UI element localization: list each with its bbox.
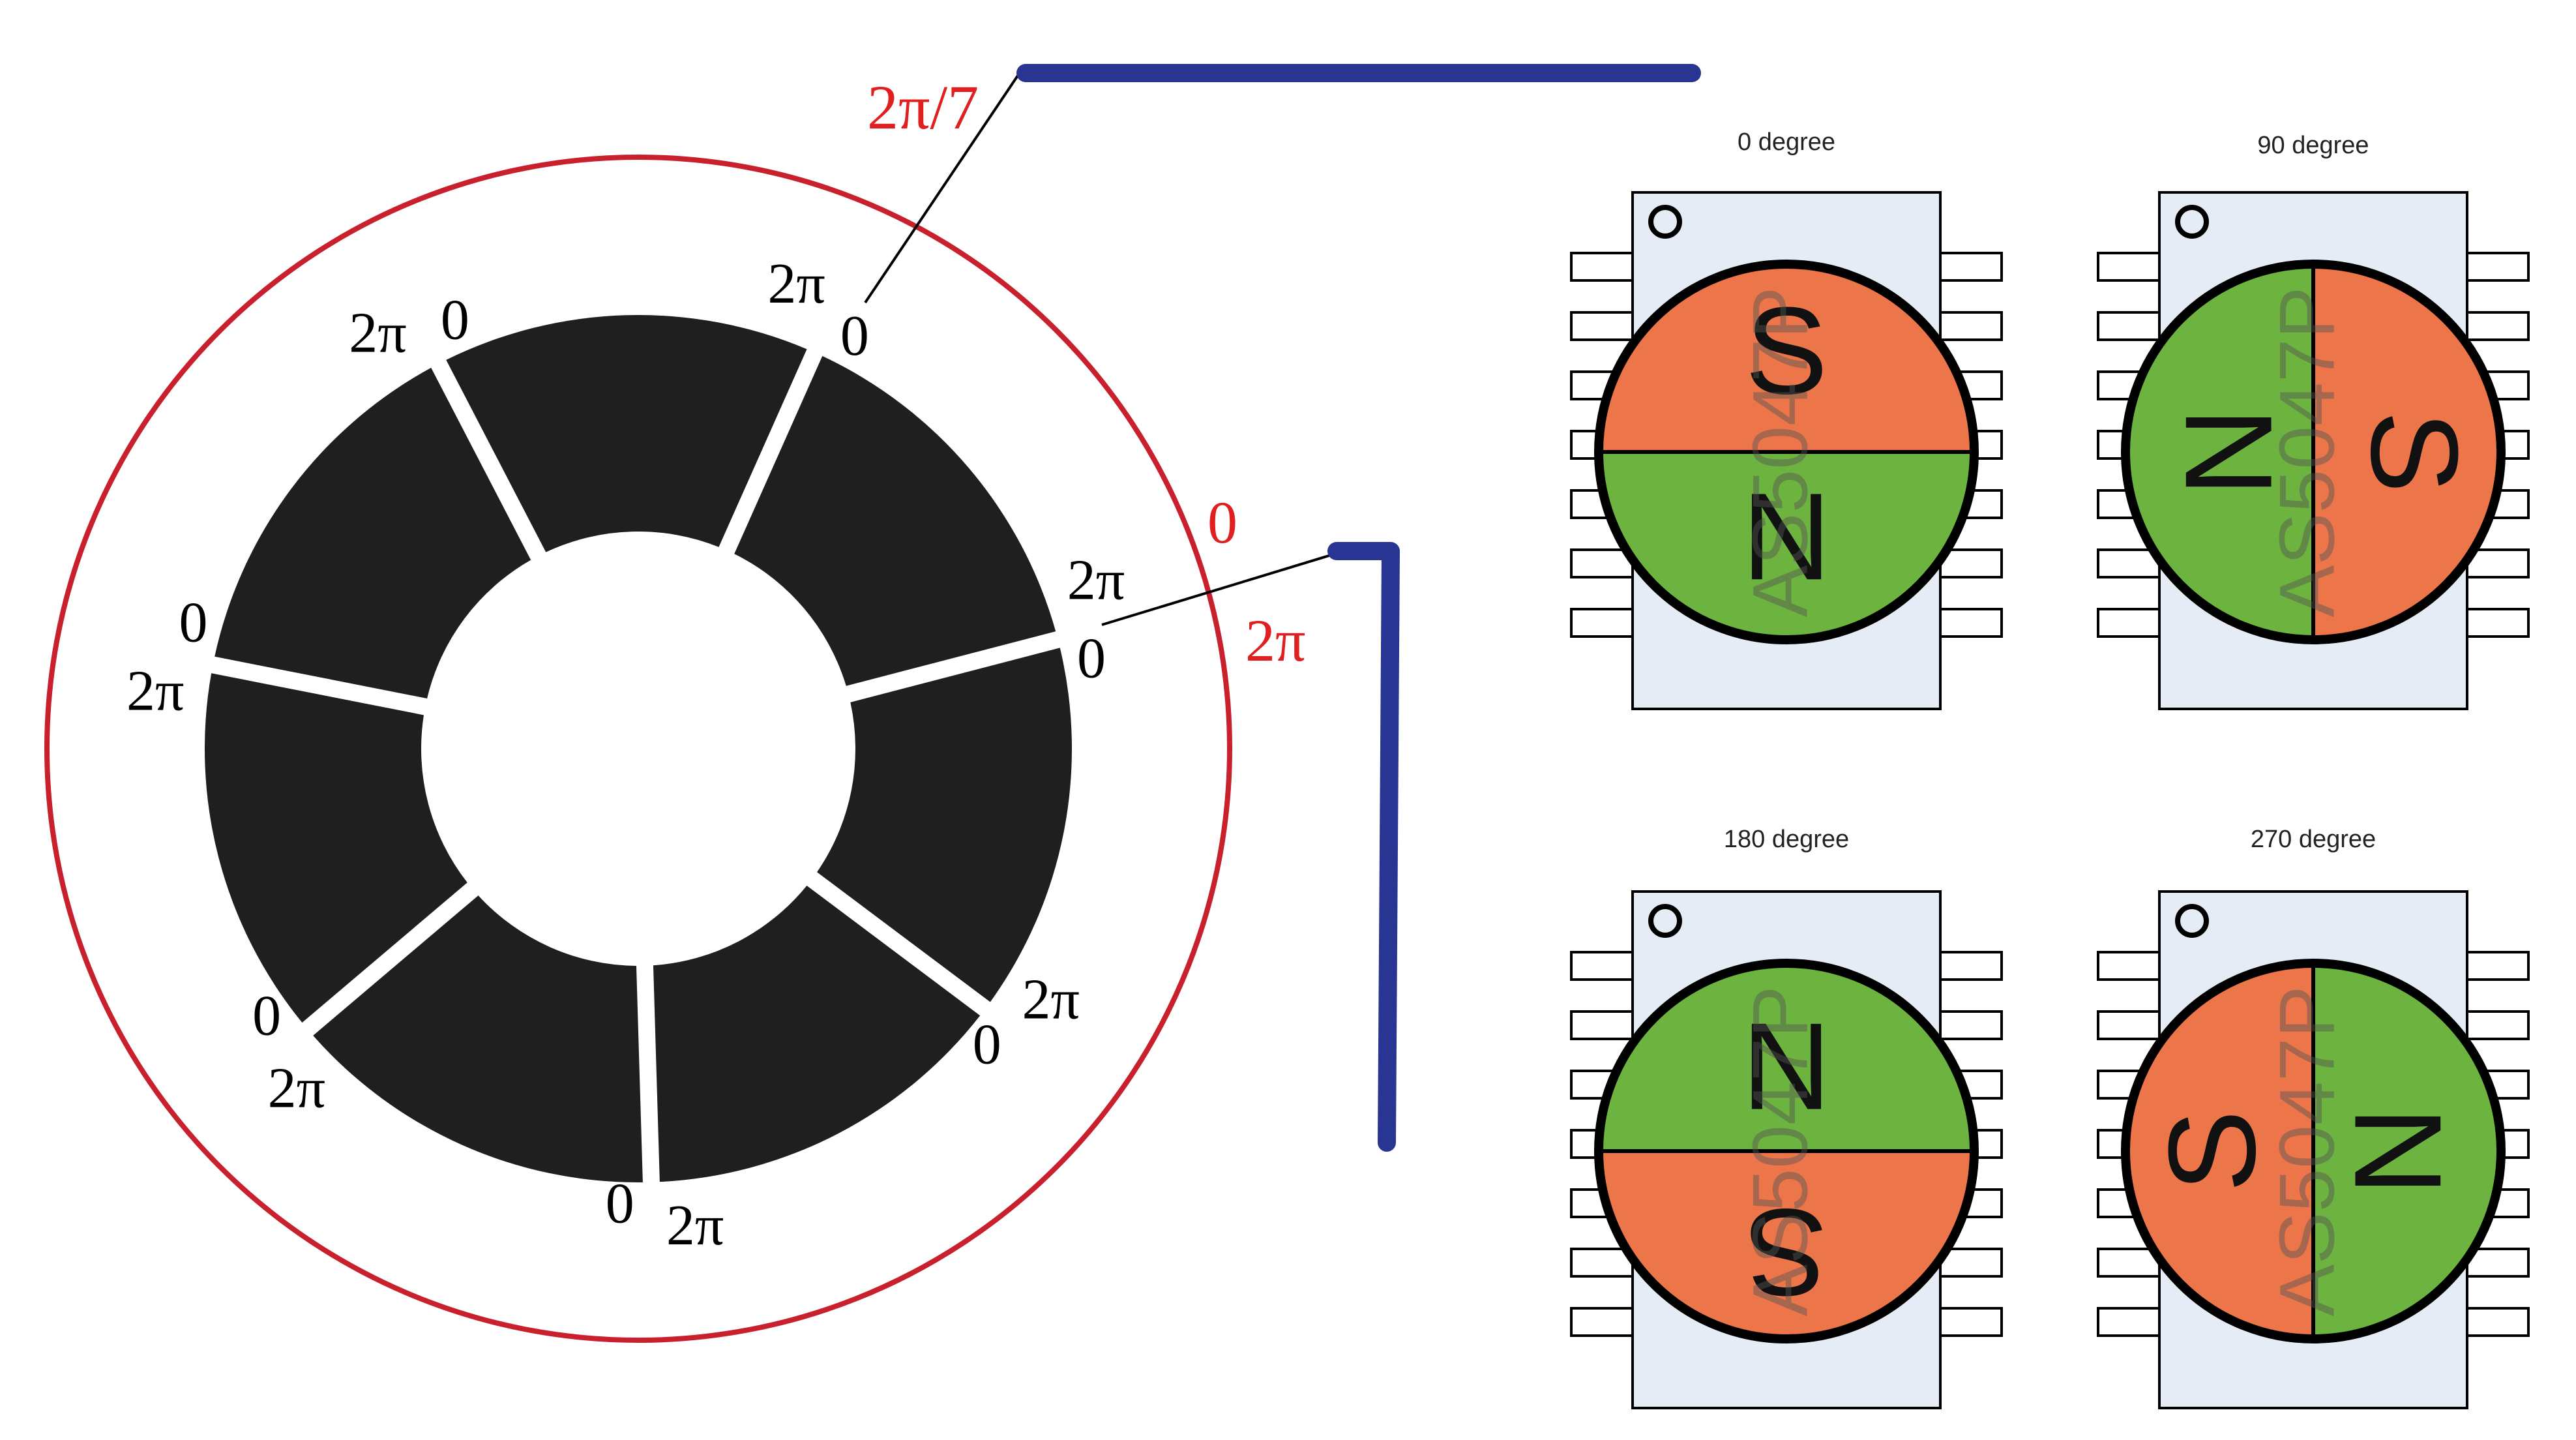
boundary-two-pi-label: 2π [1022,968,1080,1031]
chip-pin [2097,608,2161,638]
angle-bars [1016,64,1701,1152]
chip-pin [2466,311,2530,341]
chip-pin [2466,252,2530,282]
chip-pin [1570,311,1634,341]
chip-pin [1939,252,2003,282]
chip-pin [2097,1307,2161,1337]
south-pole-label: S [2345,411,2483,494]
magnet-segment [817,648,1072,1002]
sensor-title: 0 degree [1738,128,1835,156]
chip-pin [1939,951,2003,981]
magnet-outline [1594,260,1979,644]
south-half [2313,264,2501,640]
chip-marking: AS5047P [2264,286,2351,617]
chip-pin [2097,252,2161,282]
north-pole-label: N [1741,468,1831,606]
magnet: SN [1594,260,1979,644]
boundary-zero-label: 0 [606,1173,634,1236]
boundary-two-pi-label: 2π [349,301,406,365]
chip-pin [1939,1010,2003,1040]
chip-pin [1570,1010,1634,1040]
red-zero-label: 0 [1207,489,1237,556]
pin1-marker [2175,904,2209,938]
boundary-zero-label: 0 [973,1013,1001,1077]
magnet-segments [204,315,1072,1182]
magnet-outline [1594,959,1979,1343]
magnet-outline [2121,260,2506,644]
chip-pin [1570,252,1634,282]
sensor-title: 270 degree [2251,826,2376,853]
chip-pin [2097,311,2161,341]
chip-marking: AS5047P [1737,286,1824,617]
sensor-title: 180 degree [1724,826,1849,853]
angle-bar-vertical [1327,542,1400,1152]
pin1-marker [2175,205,2209,239]
pin1-marker [1648,205,1682,239]
boundary-two-pi-label: 2π [666,1194,724,1257]
north-half [2125,264,2313,640]
boundary-zero-label: 0 [441,288,469,352]
chip-pin [1570,1307,1634,1337]
chip-marking: AS5047P [1737,985,1824,1316]
chip-pin [1939,1248,2003,1278]
chip-pin [1939,608,2003,638]
north-half [1599,963,1974,1151]
north-pole-label: N [2329,1106,2467,1195]
magnet-segment [653,885,981,1182]
sensor-title: 90 degree [2257,132,2369,159]
magnet: SN [1594,959,1979,1343]
boundary-zero-label: 0 [1077,627,1106,690]
chip-pin [1939,1307,2003,1337]
south-pole-label: S [1745,282,1828,420]
north-half [2313,963,2501,1339]
chip-pin [2466,1307,2530,1337]
chip-pin [2466,951,2530,981]
chip-pin [1570,951,1634,981]
boundary-zero-label: 0 [252,985,281,1048]
magnet-segment [215,367,531,698]
pair-size-label: 2π/7 [867,72,979,142]
magnet-segment [204,673,467,1023]
chip-pin [1570,548,1634,578]
south-pole-label: S [2143,1110,2281,1193]
north-pole-label: N [1741,997,1831,1135]
south-pole-label: S [1745,1183,1828,1321]
chip-pin [2097,1010,2161,1040]
chip-pin [2097,951,2161,981]
chip-pin [2466,1010,2530,1040]
boundary-two-pi-label: 2π [1067,549,1125,612]
magnet-segment [446,315,807,552]
chip-pin [1570,608,1634,638]
magnet-outline [2121,959,2506,1343]
chip-pin [1939,311,2003,341]
magnet: SN [2121,260,2506,644]
north-pole-label: N [2159,407,2298,496]
boundary-two-pi-label: 2π [767,252,825,316]
pin1-marker [1648,904,1682,938]
leader-line-right [1101,553,1334,626]
boundary-zero-label: 0 [840,305,869,368]
chip-pin [2466,608,2530,638]
south-half [1599,1151,1974,1339]
boundary-two-pi-label: 2π [126,659,184,723]
outer-ring-outline [44,155,1232,1343]
south-half [1599,264,1974,452]
boundary-two-pi-label: 2π [268,1057,325,1120]
south-half [2125,963,2313,1339]
magnet-segment [734,355,1056,686]
red-two-pi-label: 2π [1245,607,1305,674]
north-half [1599,452,1974,640]
leader-line-top [864,72,1020,304]
boundary-zero-label: 0 [179,592,208,655]
chip-marking: AS5047P [2264,985,2351,1316]
magnet-segment [313,895,643,1182]
